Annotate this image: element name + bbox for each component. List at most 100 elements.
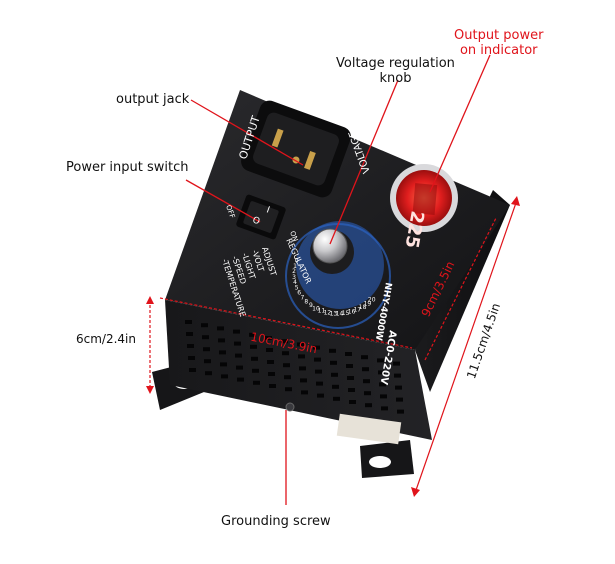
dial-mark: 3 [292,274,296,281]
vent-hole [233,329,240,334]
vent-hole [313,345,320,350]
callout-voltage-knob: Voltage regulation knob [336,56,455,86]
vent-hole [316,381,323,386]
vent-hole [283,363,290,368]
vent-hole [301,390,308,395]
vent-hole [265,336,272,340]
vent-hole [235,353,242,358]
dial-mark: 18 [359,304,367,311]
dial-mark: 16 [348,309,356,316]
vent-hole [361,355,368,360]
vent-hole [377,358,384,363]
vent-hole [330,360,337,365]
vent-hole [381,406,388,411]
dial-mark: 20 [368,297,376,304]
vent-hole [393,361,400,366]
dial-mark: 15 [342,310,350,317]
vent-hole [268,372,275,376]
vent-hole [317,393,324,398]
callout-grounding-screw: Grounding screw [221,514,331,529]
vent-hole [332,384,339,389]
switch-on-label: ON [288,230,299,243]
vent-hole [345,352,352,356]
vent-hole [250,344,257,349]
vent-hole [297,342,304,347]
vent-hole [220,362,227,367]
dial-mark: 12 [324,309,332,316]
vent-hole [346,364,353,368]
vent-hole [365,403,372,408]
vent-hole [378,370,385,375]
vent-hole [269,384,276,388]
mounting-bracket-right [360,440,414,478]
device-front-face [165,300,432,445]
vent-hole [315,369,322,374]
vent-hole [219,350,226,355]
dial-mark: 13 [330,310,338,317]
vent-hole [251,356,258,361]
vent-hole [362,367,369,372]
vent-hole [282,351,289,356]
vent-hole [333,396,340,401]
vent-hole [396,397,403,402]
vent-hole [187,344,194,348]
vent-hole [298,354,305,359]
vent-hole [380,394,387,399]
vent-hole [234,341,241,346]
vent-hole [363,379,370,384]
dial-mark: 11 [318,308,326,315]
dial-mark: 1 [293,263,297,270]
callout-voltage-knob-line1: Voltage regulation [336,56,455,71]
vent-hole [236,365,243,370]
switch-on-mark: I [265,205,271,215]
dial-mark: 14 [336,311,344,318]
vent-hole [347,376,354,380]
vent-hole [314,357,321,362]
vent-hole [217,326,224,331]
dim-height: 6cm/2.4in [76,332,136,346]
dial-mark: 17 [353,307,361,314]
vent-hole [189,368,196,372]
vent-hole [329,348,336,353]
callout-voltage-knob-line2: knob [379,71,412,86]
vent-hole [249,332,256,337]
dial-mark: 10 [312,305,320,312]
vent-hole [266,348,273,352]
vent-hole [186,332,193,336]
dial-mark: 9 [309,302,313,309]
vent-hole [253,380,260,385]
vent-hole [395,385,402,390]
dial-mark: 8 [304,299,308,306]
vent-hole [300,378,307,383]
vent-hole [379,382,386,387]
dial-mark: 5 [295,285,299,292]
callout-output-power-indicator: Output power on indicator [454,28,543,58]
certification-sticker [336,413,402,445]
power-switch [236,194,286,240]
dial-mark: 0 [295,258,299,265]
callout-lines [185,54,491,505]
vent-hole [349,400,356,404]
dimension-lines [146,196,520,497]
vent-hole [299,366,306,371]
vent-hole [267,360,274,364]
vent-hole [397,409,404,414]
vent-hole [204,359,211,364]
vent-hole [203,347,210,352]
vent-hole [364,391,371,396]
vent-hole [394,373,401,378]
vent-hole [281,339,288,344]
switch-off-mark: O [251,215,261,227]
callout-output-power-line1: Output power [454,28,544,43]
output-socket-icon [241,100,351,198]
voltage-knob [310,228,354,274]
vent-hole [237,377,244,382]
dial-mark: 7 [300,294,304,301]
vent-hole [285,387,292,392]
vent-hole [331,372,338,377]
callout-output-jack: output jack [116,92,190,107]
dial-mark: 6 [297,290,301,297]
vent-hole [348,388,355,392]
